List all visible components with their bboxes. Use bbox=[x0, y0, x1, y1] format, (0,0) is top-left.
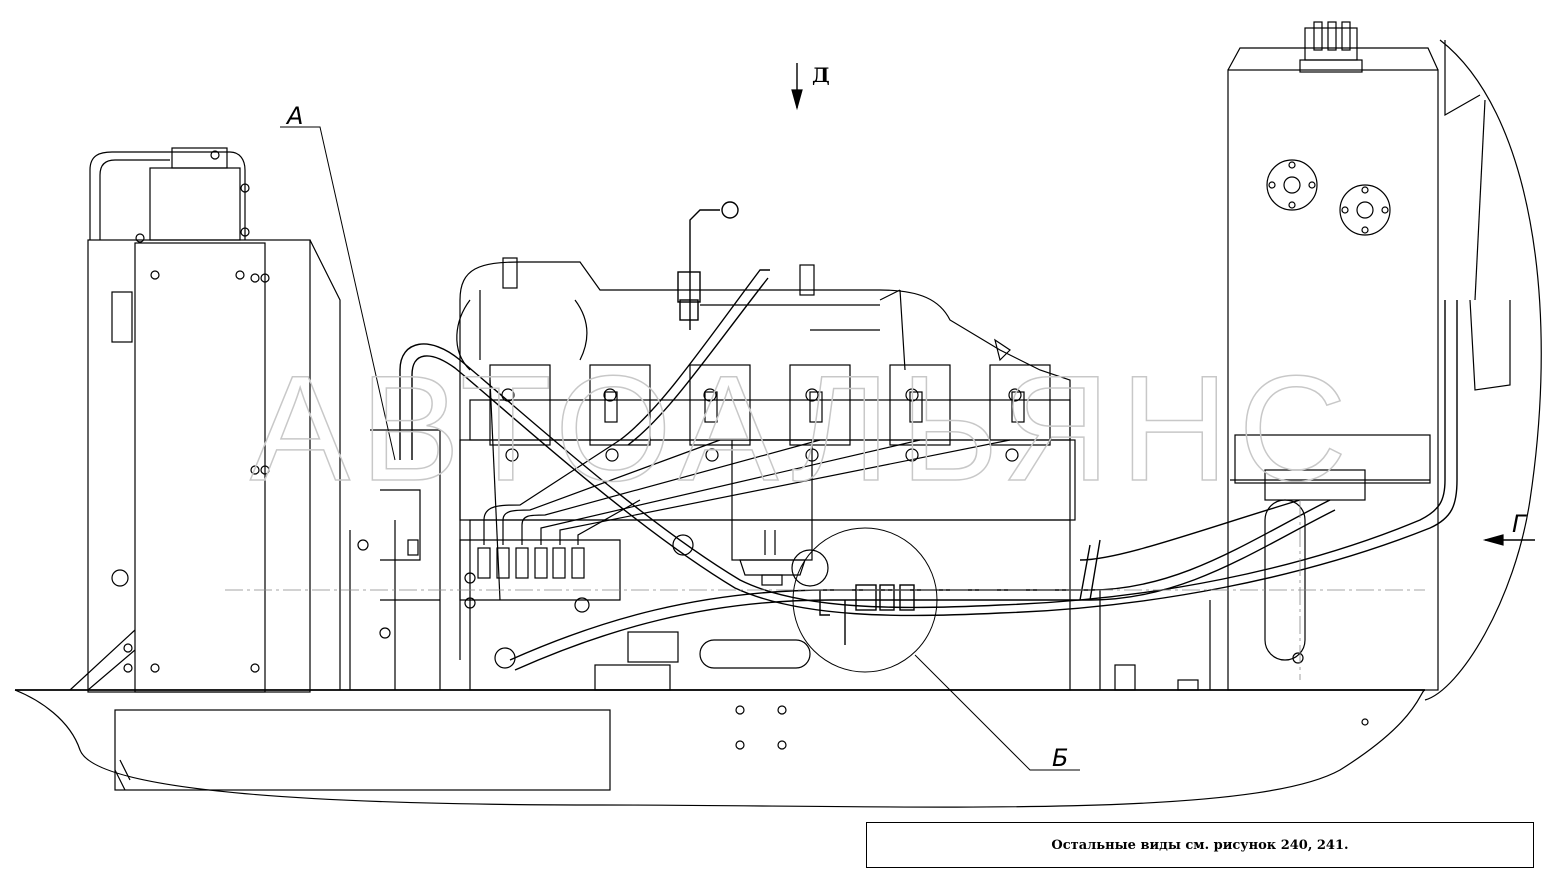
frame-holes bbox=[735, 705, 1369, 750]
callout-a-label: А bbox=[285, 102, 303, 130]
reference-note-text: Остальные виды см. рисунок 240, 241. bbox=[1051, 837, 1349, 853]
view-d-label: Д bbox=[812, 63, 830, 87]
fuel-tank bbox=[1099, 21, 1439, 691]
view-arrow-d bbox=[791, 63, 803, 111]
injectors bbox=[502, 257, 1025, 423]
side-panel bbox=[1444, 40, 1511, 391]
detail-circle-b bbox=[792, 527, 938, 673]
callout-b-leader bbox=[914, 654, 1080, 771]
radiator-assembly bbox=[69, 147, 341, 693]
reference-note: Остальные виды см. рисунок 240, 241. bbox=[866, 822, 1534, 868]
radiator-bolts bbox=[111, 150, 270, 673]
callout-b-label: Б bbox=[1052, 744, 1068, 772]
watermark: АВТОАЛЬЯНС bbox=[250, 344, 1357, 512]
fuel-filter bbox=[731, 439, 813, 586]
tank-flange-right bbox=[1339, 184, 1391, 236]
view-g-label: Г bbox=[1512, 510, 1527, 538]
tank-flange-left bbox=[1266, 159, 1318, 211]
engine-mount-bracket bbox=[349, 429, 441, 690]
callout-a-leader bbox=[280, 126, 396, 461]
cylinder-heads bbox=[469, 364, 1071, 462]
view-arrow-g bbox=[1482, 534, 1535, 546]
injection-pump bbox=[459, 439, 1011, 669]
